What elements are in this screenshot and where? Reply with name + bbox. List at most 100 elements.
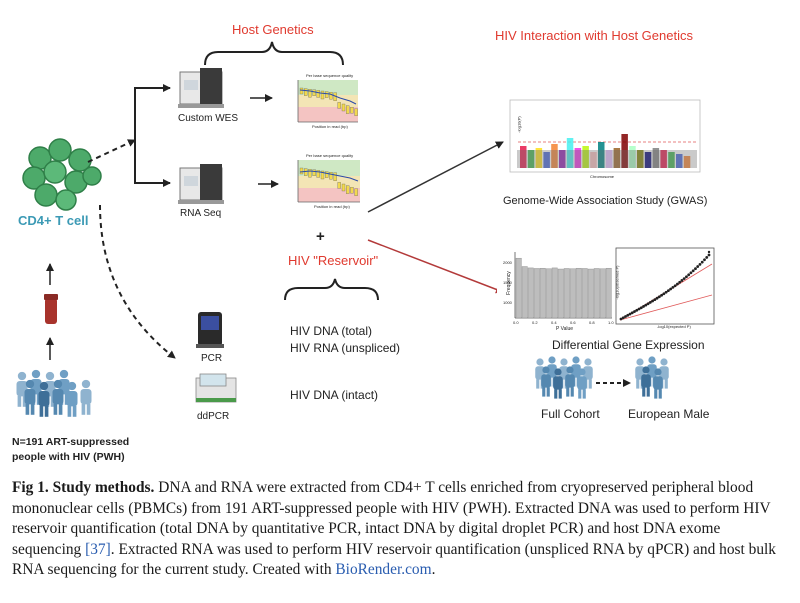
qq-point — [703, 258, 706, 262]
person-head — [584, 358, 592, 366]
qc-box — [308, 169, 312, 178]
cd4-to-pcr-arrow — [99, 204, 176, 359]
qq-point — [655, 296, 659, 300]
qq-point — [691, 269, 695, 273]
person-body — [583, 366, 593, 380]
host-genetics-brace — [204, 41, 344, 66]
histogram-bar — [563, 268, 570, 319]
person-head — [660, 358, 668, 366]
manhattan-bar — [621, 134, 628, 168]
qc-box — [354, 188, 358, 196]
qq-point — [633, 310, 636, 313]
person-leg — [636, 379, 640, 389]
manhattan-bar — [582, 146, 589, 168]
cd4-label: CD4+ T cell — [18, 213, 89, 228]
person-head — [578, 368, 586, 376]
manhattan-bar — [652, 148, 660, 168]
qq-point — [662, 292, 666, 296]
person-head — [81, 379, 91, 389]
branch-to-rnaseq — [134, 130, 171, 187]
to-dge-arrow — [367, 239, 504, 294]
cd4-to-sequencing-arrow — [87, 139, 136, 163]
manhattan-baseline-points — [517, 150, 697, 168]
manhattan-bar — [598, 142, 605, 168]
person-body — [571, 364, 581, 378]
histogram-bar — [557, 268, 564, 319]
hist-xtick: 0.4 — [551, 320, 557, 325]
qq-point — [646, 302, 650, 306]
qq-point — [642, 305, 645, 308]
person-head — [642, 366, 650, 374]
figure-caption: Fig 1. Study methods. DNA and RNA were e… — [12, 478, 788, 581]
manhattan-bar — [644, 152, 652, 168]
hist-xtick: 0.2 — [532, 320, 538, 325]
manhattan-bar — [683, 156, 691, 168]
caption-reference-link[interactable]: [37] — [85, 540, 111, 558]
manhattan-bar — [676, 154, 683, 168]
qq-point — [621, 316, 625, 320]
hist-xtick: 0.8 — [589, 320, 595, 325]
hist-ytick: 2000 — [503, 260, 512, 265]
person-leg — [44, 405, 49, 417]
person-leg — [654, 389, 658, 399]
qq-plot — [615, 247, 715, 325]
biorender-link[interactable]: BioRender.com — [335, 561, 432, 579]
histogram-bar — [539, 267, 546, 319]
qc-box — [346, 185, 350, 194]
qc-box — [350, 187, 354, 194]
person-figure — [52, 379, 64, 415]
qc1-xaxis: Position in read (bp) — [312, 124, 348, 129]
person-leg — [570, 387, 574, 397]
qc2-title: Per base sequence quality — [306, 153, 354, 158]
qq-point — [696, 265, 700, 268]
qq-point — [651, 299, 654, 303]
person-head — [636, 358, 644, 366]
qq-point — [707, 253, 711, 257]
wes-sequencer-icon — [178, 68, 224, 108]
qc-box — [304, 88, 308, 96]
person-body — [577, 376, 587, 390]
gwas-label: Genome-Wide Association Study (GWAS) — [503, 195, 708, 207]
qq-point — [680, 279, 684, 282]
qc-box — [304, 168, 308, 176]
person-body — [547, 364, 557, 378]
person-head — [542, 366, 550, 374]
histogram-bar — [569, 268, 576, 319]
qq-point — [682, 277, 686, 281]
person-leg — [81, 403, 86, 415]
person-leg — [58, 403, 63, 415]
qc-box — [341, 103, 346, 112]
person-head — [45, 371, 55, 381]
person-head — [648, 356, 656, 364]
hist-ytick: 1000 — [503, 300, 512, 305]
person-leg — [546, 387, 550, 397]
manhattan-yaxis: -log10(P) — [516, 116, 522, 133]
qq-point — [639, 306, 643, 310]
qq-point — [635, 308, 639, 312]
manhattan-bar — [520, 146, 527, 168]
qc-box — [316, 90, 320, 98]
person-figure — [24, 379, 36, 415]
qc-box — [299, 87, 304, 95]
person-body — [24, 388, 36, 405]
reservoir-brace — [284, 278, 379, 301]
person-leg — [554, 389, 558, 399]
person-leg — [558, 389, 562, 399]
cd4-t-cell-icon — [22, 138, 102, 211]
qq-point — [673, 284, 677, 288]
histogram-bar — [581, 268, 588, 319]
caption-label: Fig 1. Study methods. — [12, 479, 155, 496]
manhattan-bar — [535, 148, 543, 168]
person-body — [653, 376, 663, 390]
qq-point — [700, 260, 704, 264]
person-figure — [38, 381, 50, 417]
person-head — [560, 358, 568, 366]
hist-xtick: 1.0 — [608, 320, 614, 325]
person-leg — [658, 389, 662, 399]
qq-point — [628, 312, 632, 316]
person-leg — [542, 387, 546, 397]
qq-point — [678, 280, 682, 284]
blood-tube-icon — [44, 294, 58, 324]
histogram-bar — [575, 267, 582, 319]
qq-point — [705, 256, 709, 259]
